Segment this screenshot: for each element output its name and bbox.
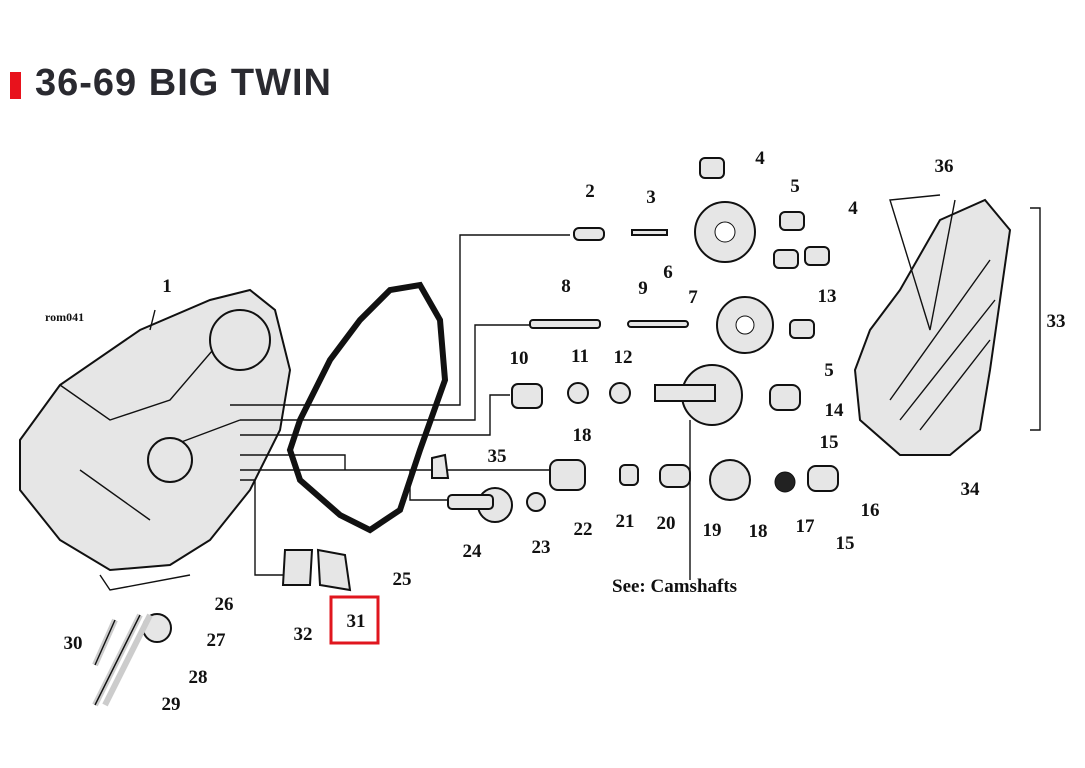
callout-27[interactable]: 27: [207, 630, 227, 651]
callout-29[interactable]: 29: [162, 694, 181, 715]
callout-15b[interactable]: 15: [836, 533, 855, 554]
callout-16[interactable]: 16: [861, 500, 880, 521]
callout-19[interactable]: 19: [703, 520, 722, 541]
callout-36[interactable]: 36: [935, 156, 954, 177]
crankcase-part: [19, 288, 292, 572]
callout-7[interactable]: 7: [688, 287, 698, 308]
title-accent-bar: [10, 72, 21, 99]
callout-13[interactable]: 13: [818, 286, 837, 307]
callout-5[interactable]: 5: [790, 176, 800, 197]
callout-24[interactable]: 24: [463, 541, 483, 562]
callout-8[interactable]: 8: [561, 276, 571, 297]
callout-33[interactable]: 33: [1047, 311, 1066, 332]
callout-21[interactable]: 21: [616, 511, 635, 532]
callout-26[interactable]: 26: [215, 594, 234, 615]
camshafts-note: See: Camshafts: [612, 576, 737, 597]
callout-1[interactable]: 1: [162, 276, 172, 297]
callout-18[interactable]: 18: [573, 425, 592, 446]
callout-3[interactable]: 3: [646, 187, 656, 208]
callout-22[interactable]: 22: [574, 519, 593, 540]
highlight-box: [329, 595, 380, 645]
callout-15[interactable]: 15: [820, 432, 839, 453]
callout-2[interactable]: 2: [585, 181, 595, 202]
callout-18b[interactable]: 18: [749, 521, 768, 542]
callout-12[interactable]: 12: [614, 347, 633, 368]
callout-25[interactable]: 25: [393, 569, 412, 590]
callout-17[interactable]: 17: [796, 516, 816, 537]
callout-6[interactable]: 6: [663, 262, 673, 283]
callout-34[interactable]: 34: [961, 479, 981, 500]
small-parts: [92, 157, 839, 707]
callout-28[interactable]: 28: [189, 667, 208, 688]
callout-labels: 1 2 3 4 5 4 6 13 7 8 9 5 10 11 12 14 18 …: [64, 148, 1066, 715]
callout-23[interactable]: 23: [532, 537, 551, 558]
callout-14[interactable]: 14: [825, 400, 845, 421]
gasket-part: [286, 281, 449, 534]
callout-4b[interactable]: 4: [848, 198, 858, 219]
callout-10[interactable]: 10: [510, 348, 529, 369]
callout-5b[interactable]: 5: [824, 360, 834, 381]
callout-35[interactable]: 35: [488, 446, 507, 467]
diagram-code: rom041: [45, 310, 84, 324]
gear-cover-part: [853, 198, 1012, 456]
callout-31[interactable]: 31: [347, 611, 366, 632]
callout-4[interactable]: 4: [755, 148, 765, 169]
page-title: 36-69 BIG TWIN: [35, 62, 332, 104]
callout-11[interactable]: 11: [571, 346, 589, 367]
callout-30[interactable]: 30: [64, 633, 83, 654]
callout-32[interactable]: 32: [294, 624, 313, 645]
callout-9[interactable]: 9: [638, 278, 648, 299]
callout-20[interactable]: 20: [657, 513, 676, 534]
